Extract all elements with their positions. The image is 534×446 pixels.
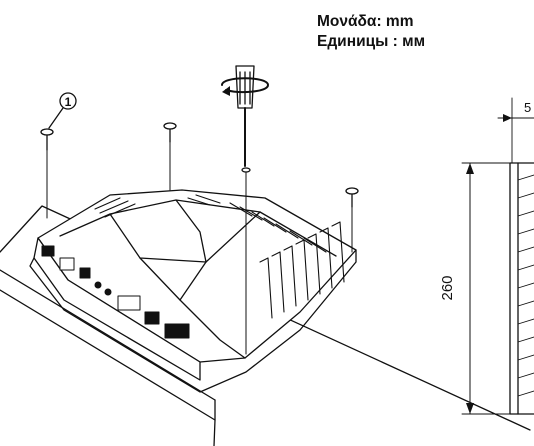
screwdriver (221, 65, 269, 355)
screw-3 (345, 187, 359, 253)
units-russian: Единицы : мм (317, 33, 426, 50)
top-offset-label: 5 (524, 100, 531, 115)
units-label: Μονάδα: mm Единицы : мм (317, 12, 425, 52)
mounting-board (0, 205, 531, 446)
units-greek: Μονάδα: mm (317, 13, 414, 30)
screw-2 (163, 122, 177, 191)
side-view (461, 97, 534, 415)
height-dimension-label: 260 (439, 275, 456, 300)
callout-1 (48, 92, 77, 129)
amplifier (29, 189, 357, 393)
callout-number: 1 (65, 95, 72, 109)
screw-1 (40, 128, 54, 219)
